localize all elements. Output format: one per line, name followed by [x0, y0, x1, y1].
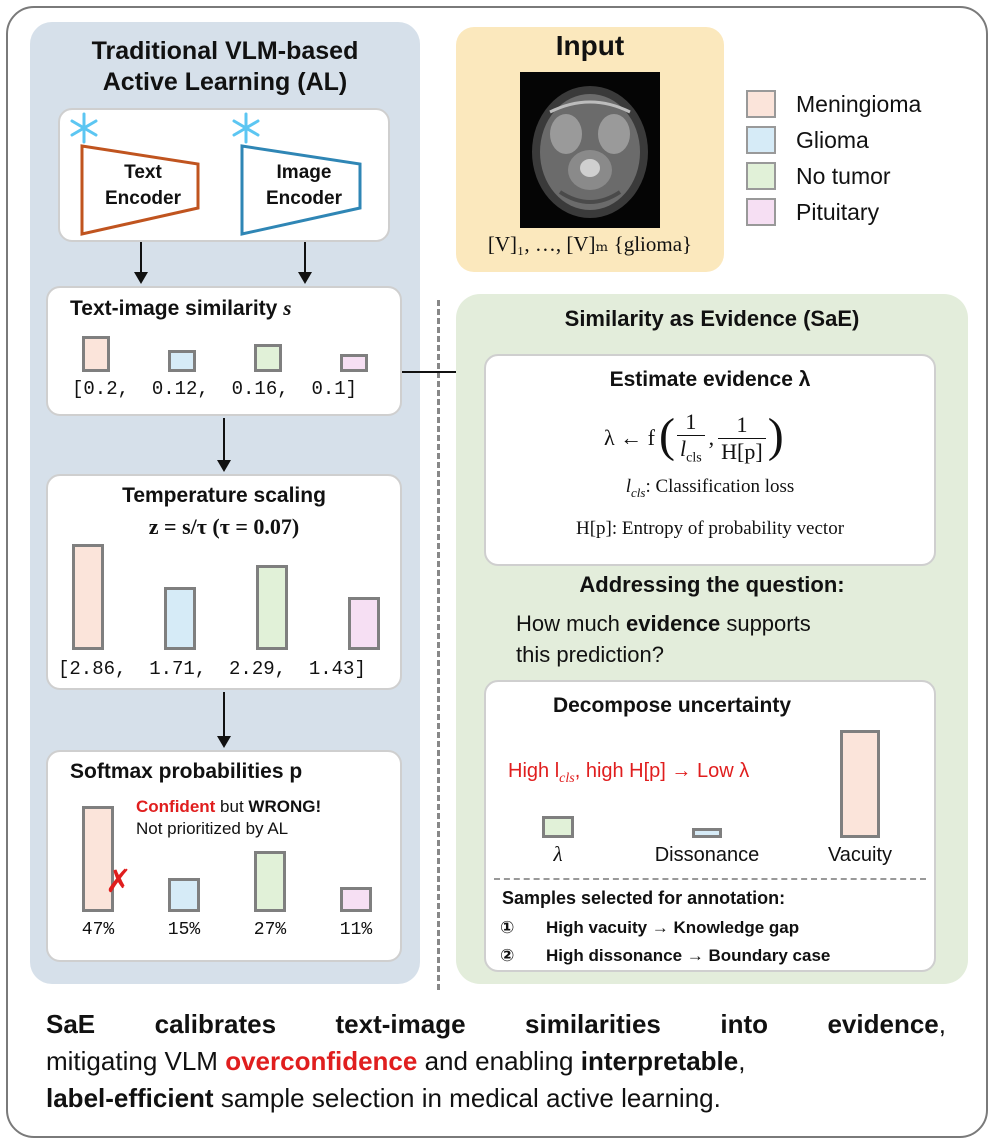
arrow-down	[217, 692, 231, 748]
legend-swatch	[746, 126, 776, 154]
sae-title: Similarity as Evidence (SaE)	[564, 306, 860, 331]
image-encoder-label: Image Encoder	[265, 162, 343, 209]
bar-no-tumor	[256, 565, 288, 650]
samples-title: Samples selected for annotation:	[502, 888, 786, 908]
estimate-evidence-card	[484, 354, 936, 566]
lambda-bar	[542, 816, 574, 838]
temperature-values: [2.86, 1.71, 2.29, 1.43]	[58, 658, 366, 680]
image-encoder-shape	[240, 144, 362, 236]
wrong-label: WRONG!	[248, 797, 322, 816]
temperature-bars	[46, 474, 402, 690]
temperature-formula: z = s/τ (τ = 0.07)	[148, 514, 300, 539]
snowflake-icon	[70, 112, 98, 144]
arrow-down	[134, 242, 148, 284]
vacuity-label: Vacuity	[827, 844, 893, 866]
evidence-formula: λ ← f ( 1 lcls , 1 H[p] )	[604, 408, 784, 466]
bar-pituitary	[340, 354, 368, 372]
legend-label: Pituitary	[796, 198, 880, 225]
confident-label: Confident	[136, 797, 216, 816]
bar-meningioma	[82, 806, 114, 912]
question-title: Addressing the question:	[579, 572, 845, 597]
encoders-graphic	[70, 112, 362, 236]
similarity-title: Text-image similarity s	[70, 296, 292, 320]
arrow-down	[298, 242, 312, 284]
lambda-label: λ	[553, 842, 563, 866]
softmax-percent-label: 15%	[167, 920, 201, 940]
text-encoder-label: Text Encoder	[104, 162, 182, 209]
bar-no-tumor	[254, 344, 282, 372]
similarity-values: [0.2, 0.12, 0.16, 0.1]	[72, 378, 358, 400]
bar-glioma	[168, 350, 196, 372]
legend-label: No tumor	[796, 162, 891, 189]
arrow-down	[217, 418, 231, 472]
legend-swatch	[746, 90, 776, 118]
input-title: Input	[555, 30, 625, 61]
softmax-note: Confident but WRONG! Not prioritized by …	[136, 797, 322, 838]
legend-item: Pituitary	[746, 194, 966, 230]
footer-caption: SaE calibrates text-image similarities i…	[46, 1009, 946, 1113]
dissonance-bar	[692, 828, 722, 838]
softmax-title: Softmax probabilities p	[70, 760, 303, 783]
input-caption: [V]₁, …, [V]ₘ {glioma}	[487, 232, 693, 256]
softmax-percent-label: 27%	[253, 920, 287, 940]
legend-item: Meningioma	[746, 86, 966, 122]
wrong-x-icon: ✗	[105, 863, 132, 899]
bar-no-tumor	[254, 851, 286, 912]
question-text: How much evidence supports this predicti…	[516, 611, 811, 667]
temperature-card	[46, 474, 402, 690]
dissonance-label: Dissonance	[654, 844, 760, 866]
bar-meningioma	[72, 544, 104, 650]
legend-label: Meningioma	[796, 90, 922, 117]
softmax-bars: 47% 15% 27% 11%	[46, 750, 402, 962]
left-panel-title: Traditional VLM-based Active Learning (A…	[91, 37, 359, 96]
similarity-bars	[46, 286, 402, 416]
legend-label: Glioma	[796, 126, 869, 153]
legend-item: Glioma	[746, 122, 966, 158]
decompose-statement: High lcls, high H[p] → Low λ	[508, 760, 750, 786]
softmax-percent-label: 47%	[81, 920, 115, 940]
bar-pituitary	[340, 887, 372, 912]
bar-pituitary	[348, 597, 380, 650]
bar-meningioma	[82, 336, 110, 372]
temperature-title: Temperature scaling	[122, 484, 326, 507]
bar-glioma	[164, 587, 196, 650]
bar-glioma	[168, 878, 200, 912]
samples-divider	[494, 878, 926, 880]
divider	[437, 300, 440, 990]
snowflake-icon	[232, 112, 260, 144]
mri-scan-image	[520, 72, 660, 228]
softmax-percent-label: 11%	[339, 920, 373, 940]
entropy-definition: H[p]: Entropy of probability vector	[575, 518, 845, 539]
estimate-title: Estimate evidence λ	[609, 368, 811, 391]
vacuity-bar	[840, 730, 880, 838]
legend-item: No tumor	[746, 158, 966, 194]
cls-definition: lcls: Classification loss	[625, 476, 795, 500]
text-encoder-shape	[80, 144, 200, 236]
legend-swatch	[746, 162, 776, 190]
decompose-title: Decompose uncertainty	[552, 694, 792, 717]
legend-swatch	[746, 198, 776, 226]
